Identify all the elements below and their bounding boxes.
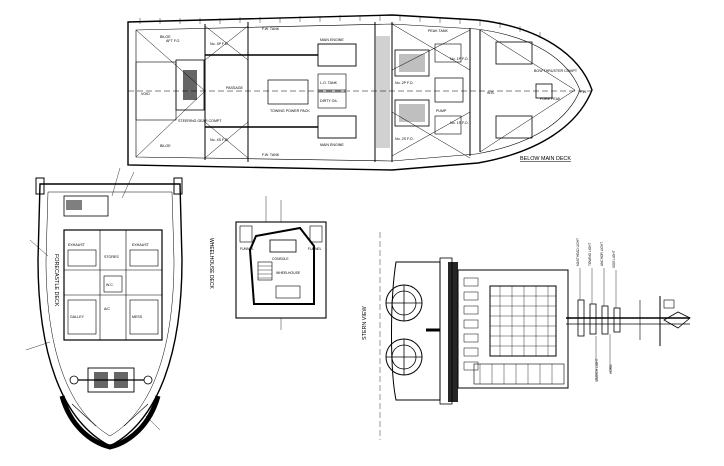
pv-deckhouse-main — [457, 269, 569, 389]
bmd-label-void: VOID — [141, 92, 150, 96]
bmd-label-me-stbd: MAIN ENGINE — [320, 143, 344, 147]
bmd-label-steering: STEERING GEAR COMPT — [178, 119, 222, 123]
pv-plating-lines — [490, 286, 556, 356]
bmd-label-bilge-stbd: BILGE — [160, 35, 171, 39]
pv-mast-lights — [577, 299, 621, 337]
pv-label-towing-light: TOWING LIGHT — [588, 243, 592, 266]
fcd-label-ac: A/C — [104, 307, 110, 311]
bmd-label-peak: PEAK TANK — [428, 29, 448, 33]
bmd-steering-gear — [175, 59, 205, 111]
bmd-label-pump: PUMP — [436, 109, 447, 113]
pv-label-search-light: SEARCH LIGHT — [595, 358, 599, 382]
pv-radar-scanner — [663, 311, 691, 329]
bmd-engine-room — [205, 36, 464, 148]
fcd-label-galley: GALLEY — [70, 315, 85, 319]
fcd-label-mess: MESS — [132, 315, 143, 319]
bmd-pump-box — [434, 115, 462, 135]
bmd-label-me-port: MAIN ENGINE — [320, 38, 344, 42]
bmd-main-engine-port — [317, 43, 357, 67]
profile-superstructure: MASTHEAD LIGHT TOWING LIGHT ANCHOR LIGHT… — [457, 238, 691, 389]
whd-console — [269, 239, 297, 253]
bmd-switchboard — [434, 77, 464, 103]
fcd-label-stores: STORES — [104, 255, 119, 259]
pv-label-anchor-light: ANCHOR LIGHT — [600, 242, 604, 266]
bmd-label-fore-peak: FORE PEAK — [540, 97, 561, 101]
whd-label-wheelhouse: WHEELHOUSE — [276, 271, 301, 275]
bmd-label-no1s: No. 1S F.O. — [450, 121, 469, 125]
bmd-label-no2s: No. 2S F.O. — [395, 137, 414, 141]
fcd-aft-bitt-stbd — [173, 177, 183, 195]
bmd-label-no2p: No. 2P F.O. — [395, 81, 414, 85]
fcd-windlass — [69, 367, 153, 393]
fcd-hull-outline — [37, 183, 183, 447]
bmd-label-dirty: DIRTY OIL — [320, 99, 337, 103]
whd-funnel-stbd — [309, 225, 323, 243]
bmd-main-engine-stbd — [317, 115, 357, 139]
bmd-bow-thruster — [535, 83, 553, 99]
bmd-fw-tank-box — [434, 43, 462, 63]
whd-wheelhouse-outline — [248, 226, 315, 305]
whd-funnel-port — [239, 225, 253, 243]
sv-caption: STERN VIEW — [362, 306, 368, 340]
fcd-label-wc: W.C. — [106, 283, 114, 287]
pv-label-side-light: SIDE LIGHT — [612, 250, 616, 268]
fcd-bow-bulwark — [59, 395, 161, 450]
bmd-label-no4p: No. 4P F.O. — [210, 42, 229, 46]
bmd-label-fw-stbd: F.W. TANK — [262, 153, 280, 157]
bmd-generator-stbd — [394, 99, 430, 127]
fcd-deckhouse — [63, 229, 163, 341]
bmd-inner-hull — [135, 23, 581, 162]
fcd-tow-winch — [63, 195, 109, 217]
bmd-generator-port — [394, 49, 430, 77]
pv-windows — [463, 277, 479, 371]
stern-view: STERN VIEW — [362, 232, 458, 440]
whd-label-funnel-port: FUNNEL — [240, 247, 254, 251]
fcd-label-exhaust-port: EXHAUST — [68, 243, 86, 247]
bmd-hull-outline — [127, 14, 593, 171]
bmd-label-wb: W.B. — [487, 91, 495, 95]
fcd-caption: FORECASTLE DECK — [53, 254, 59, 307]
fcd-inner-hull — [45, 191, 175, 437]
bmd-dirty-oil — [317, 91, 347, 109]
bmd-label-bow-thruster: BOW THRUSTER COMPT — [534, 69, 578, 73]
fcd-label-exhaust-stbd: EXHAUST — [132, 243, 150, 247]
pv-label-horn: HORN — [609, 364, 613, 374]
fcd-deckhouse-rooms — [64, 230, 162, 340]
bmd-label-fw-port: F.W. TANK — [262, 27, 280, 31]
bmd-bow-thruster-room — [495, 41, 533, 65]
bmd-label-bilge-port: BILGE — [160, 144, 171, 148]
wheelhouse-deck-plan: FUNNEL FUNNEL WHEELHOUSE CONSOLE WHEELHO… — [208, 196, 327, 330]
bmd-caption: BELOW MAIN DECK — [520, 156, 571, 162]
pv-label-masthead: MASTHEAD LIGHT — [576, 238, 580, 266]
fcd-leader-lines — [25, 167, 161, 431]
bmd-bulkheads — [204, 22, 481, 162]
bmd-frame-ticks — [139, 15, 541, 38]
pv-wheelhouse-block — [489, 285, 557, 357]
bmd-label-passage: PASSAGE — [226, 86, 244, 90]
bmd-lo-tank — [317, 73, 347, 91]
forecastle-deck-plan: EXHAUST EXHAUST STORES GALLEY MESS W.C. … — [25, 167, 183, 450]
bmd-label-lo: L.O. TANK — [320, 81, 338, 85]
bmd-label-aft-fo: AFT F.O. — [166, 39, 180, 43]
below-main-deck-plan: VOID AFT F.O. STEERING GEAR COMPT No. 4P… — [127, 14, 593, 171]
bmd-label-towing: TOWING POWER PACK — [270, 109, 310, 113]
bmd-rudder-stock — [183, 70, 197, 100]
bmd-pipe-rack — [376, 36, 390, 148]
sv-transom — [448, 262, 458, 402]
bmd-label-no4s: No. 4S F.O. — [210, 138, 229, 142]
whd-label-funnel-stbd: FUNNEL — [308, 247, 322, 251]
sv-hull-outline — [391, 261, 441, 401]
whd-label-console: CONSOLE — [272, 257, 289, 261]
bmd-bow-thruster-room-2 — [495, 115, 533, 139]
bmd-label-fw: F.W. — [580, 90, 587, 94]
whd-stairs — [257, 261, 273, 281]
bmd-towing-pack — [267, 79, 309, 105]
fcd-aft-bitt-port — [35, 177, 45, 195]
bmd-label-no1p: No. 1P F.O. — [450, 57, 469, 61]
whd-chart-table — [275, 285, 301, 299]
pv-mast-leaders — [579, 268, 617, 380]
whd-caption: WHEELHOUSE DECK — [208, 238, 214, 290]
